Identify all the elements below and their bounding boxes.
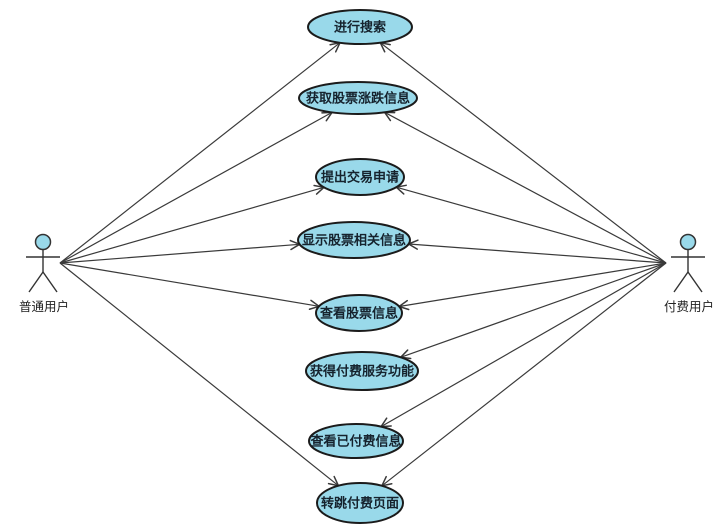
actor-normal-user[interactable]: 普通用户 <box>19 233 69 315</box>
edge-normal-user-search[interactable] <box>59 41 341 264</box>
actor-paid-user[interactable]: 付费用户 <box>664 233 714 315</box>
use-case-label: 查看已付费信息 <box>309 434 401 449</box>
actor-right-leg-icon <box>687 271 703 293</box>
actor-label: 付费用户 <box>664 299 714 314</box>
use-case-ellipse <box>307 9 413 45</box>
nodes-layer: 进行搜索获取股票涨跌信息提出交易申请显示股票相关信息查看股票信息获得付费服务功能… <box>19 9 714 524</box>
edge-normal-user-jump-pay[interactable] <box>59 262 340 487</box>
use-case-ellipse <box>308 423 404 459</box>
use-case-ellipse <box>315 158 405 196</box>
use-case-label: 查看股票信息 <box>319 306 398 321</box>
use-case-label: 获得付费服务功能 <box>310 364 414 379</box>
actor-left-leg-icon <box>673 271 689 293</box>
use-case-label: 进行搜索 <box>334 20 386 35</box>
actor-head-icon <box>34 233 52 251</box>
edge-paid-user-trade-apply[interactable] <box>395 184 667 264</box>
use-case-label: 获取股票涨跌信息 <box>306 91 410 106</box>
use-case-jump-pay[interactable]: 转跳付费页面 <box>316 482 404 524</box>
edge-paid-user-display-stock[interactable] <box>407 239 667 264</box>
edge-normal-user-view-stock[interactable] <box>59 262 320 311</box>
use-case-label: 显示股票相关信息 <box>302 233 406 248</box>
edge-paid-user-jump-pay[interactable] <box>381 262 667 487</box>
use-case-ellipse <box>315 294 403 332</box>
use-case-view-paid[interactable]: 查看已付费信息 <box>308 423 404 459</box>
use-case-label: 提出交易申请 <box>321 170 399 185</box>
edge-normal-user-stock-updown[interactable] <box>59 111 333 264</box>
use-case-stock-updown[interactable]: 获取股票涨跌信息 <box>298 81 418 115</box>
edge-paid-user-paid-service[interactable] <box>399 262 667 360</box>
use-case-ellipse <box>297 221 411 259</box>
actor-label: 普通用户 <box>19 299 69 314</box>
edge-normal-user-display-stock[interactable] <box>59 239 301 264</box>
use-case-ellipse <box>298 81 418 115</box>
actor-left-leg-icon <box>28 271 44 293</box>
use-case-search[interactable]: 进行搜索 <box>307 9 413 45</box>
use-case-display-stock[interactable]: 显示股票相关信息 <box>297 221 411 259</box>
use-case-view-stock[interactable]: 查看股票信息 <box>315 294 403 332</box>
edges-layer <box>59 41 667 487</box>
edge-paid-user-search[interactable] <box>379 41 667 264</box>
edge-paid-user-stock-updown[interactable] <box>383 111 667 264</box>
use-case-ellipse <box>316 482 404 524</box>
use-case-paid-service[interactable]: 获得付费服务功能 <box>305 351 419 391</box>
use-case-label: 转跳付费页面 <box>321 496 399 511</box>
actor-right-leg-icon <box>42 271 58 293</box>
use-case-ellipse <box>305 351 419 391</box>
use-case-trade-apply[interactable]: 提出交易申请 <box>315 158 405 196</box>
actor-head-icon <box>679 233 697 251</box>
edge-paid-user-view-stock[interactable] <box>398 262 667 311</box>
edge-normal-user-trade-apply[interactable] <box>59 184 325 264</box>
edge-paid-user-view-paid[interactable] <box>380 262 667 428</box>
